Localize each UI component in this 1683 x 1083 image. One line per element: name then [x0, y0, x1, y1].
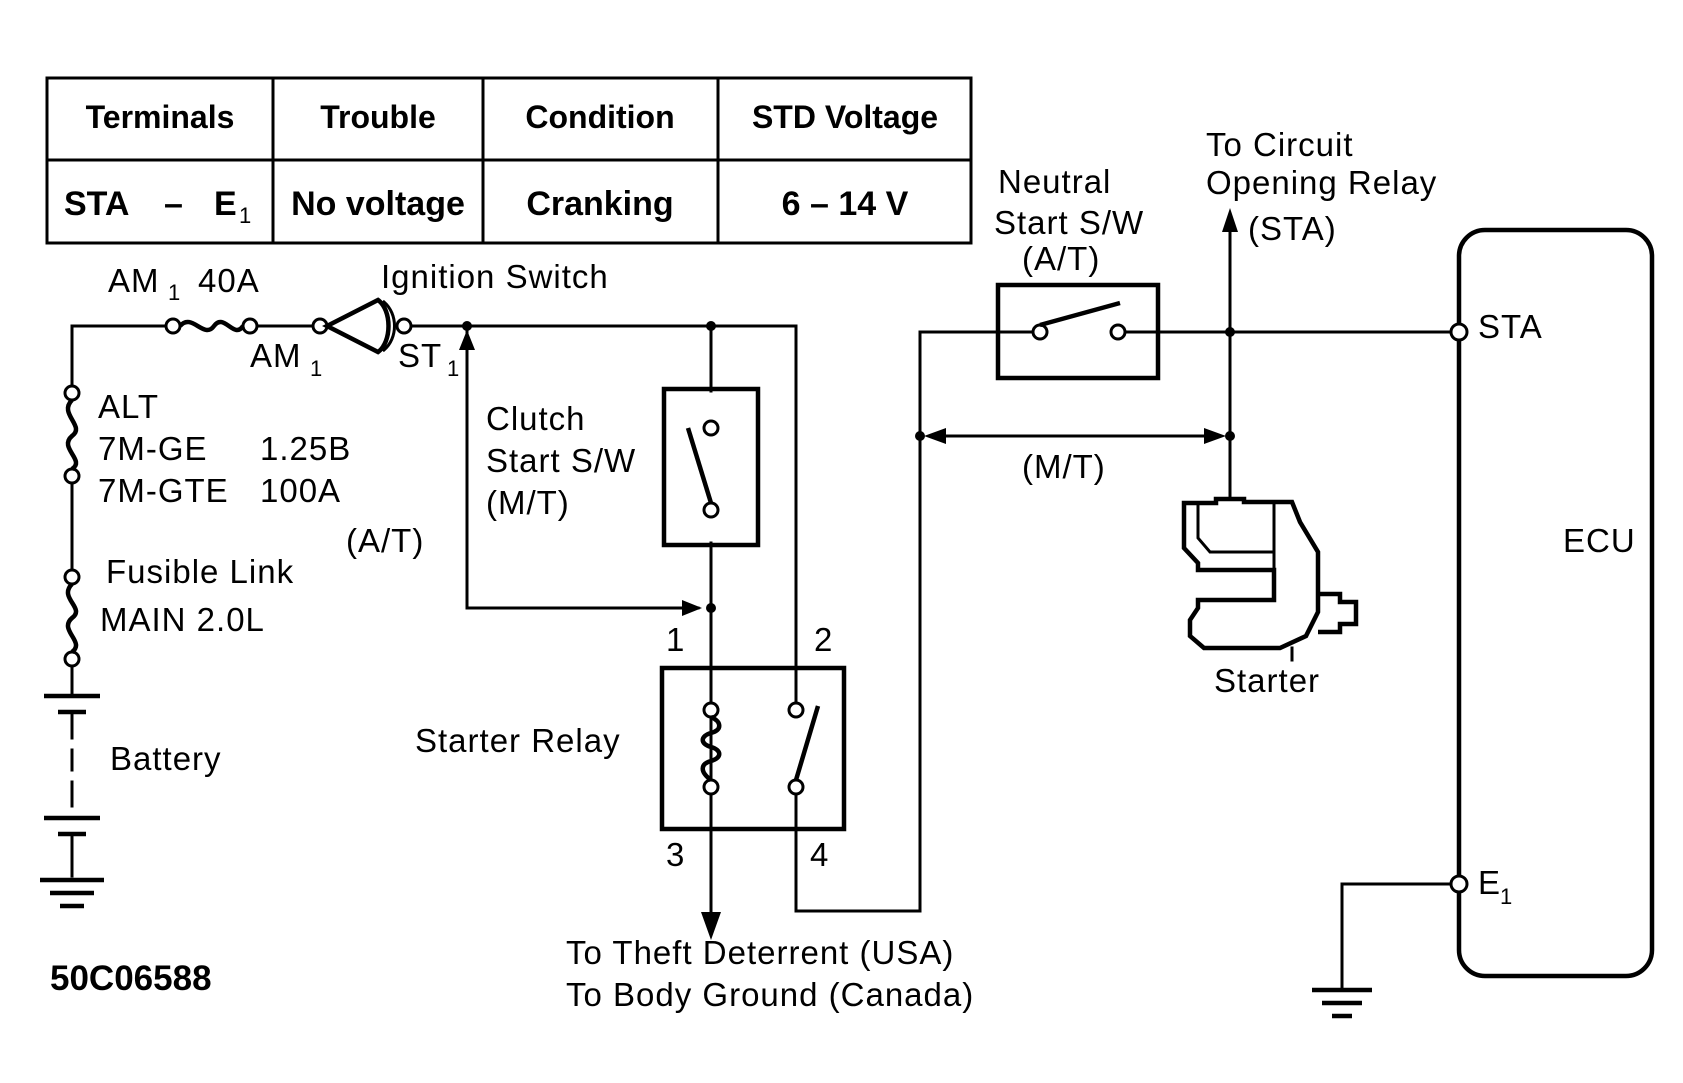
theft-deterrent-label: To Theft Deterrent (USA) — [566, 934, 954, 971]
ecu-icon — [1449, 227, 1655, 979]
battery-ground-icon — [40, 877, 104, 909]
neutral-switch-label-1: Neutral — [998, 163, 1111, 200]
am1-fuse-icon — [164, 317, 259, 335]
voltage-table: Terminals Trouble Condition STD Voltage … — [45, 76, 973, 245]
starter-relay-label: Starter Relay — [415, 722, 621, 759]
alt-7mge-value: 1.25B — [260, 430, 351, 467]
alt-7mge-label: 7M-GE — [98, 430, 208, 467]
junction-dots — [462, 321, 1235, 613]
ignition-switch-icon — [311, 297, 413, 355]
header-terminals: Terminals — [86, 99, 235, 135]
body-ground-label: To Body Ground (Canada) — [566, 976, 974, 1013]
arrow-icons — [459, 208, 1238, 940]
cell-terminal-e-subscript: 1 — [239, 203, 251, 228]
wires — [70, 228, 1461, 990]
cell-terminal-sta: STA — [64, 185, 129, 223]
am1-40a-rating: 40A — [198, 262, 260, 299]
battery-label: Battery — [110, 740, 222, 777]
main-fuse-icon — [63, 568, 81, 668]
neutral-switch-label-2: Start S/W — [994, 204, 1144, 241]
st1-subscript: 1 — [447, 356, 459, 381]
ecu-sta-terminal-label: STA — [1478, 308, 1543, 345]
circuit-relay-label-2: Opening Relay — [1206, 164, 1437, 201]
main-fuse-label: MAIN 2.0L — [100, 601, 265, 638]
clutch-switch-label-2: Start S/W — [486, 442, 636, 479]
alt-fuse-icon — [63, 384, 81, 485]
circuit-relay-label-3: (STA) — [1248, 210, 1337, 247]
starter-relay-icon — [659, 665, 847, 832]
ecu-ground-icon — [1312, 987, 1372, 1019]
clutch-start-switch-icon — [661, 386, 761, 548]
ecu-e1-subscript: 1 — [1500, 884, 1512, 909]
figure-code: 50C06588 — [50, 959, 212, 998]
relay-pin-4: 4 — [810, 836, 829, 873]
am1-subscript: 1 — [310, 356, 322, 381]
alt-7mgte-label: 7M-GTE — [98, 472, 229, 509]
clutch-switch-label-1: Clutch — [486, 400, 586, 437]
alt-7mgte-value: 100A — [260, 472, 341, 509]
alt-label: ALT — [98, 388, 159, 425]
at-label: (A/T) — [346, 522, 424, 559]
neutral-start-switch-icon — [995, 282, 1161, 381]
ecu-label: ECU — [1563, 522, 1636, 559]
cell-trouble: No voltage — [291, 185, 465, 223]
mt-jumper-label: (M/T) — [1022, 448, 1106, 485]
header-trouble: Trouble — [320, 99, 436, 135]
cell-terminal-e: E — [214, 185, 237, 223]
am1-40a-label: AM — [108, 262, 160, 299]
relay-pin-3: 3 — [666, 836, 685, 873]
am1-40a-subscript: 1 — [168, 280, 180, 305]
starter-label: Starter — [1214, 662, 1320, 699]
starter-motor-icon — [1181, 496, 1359, 662]
labels: AM 1 40A AM 1 Ignition Switch ST 1 ALT 7… — [50, 126, 1636, 1013]
ecu-e1-terminal-label: E — [1478, 864, 1501, 901]
ignition-switch-label: Ignition Switch — [381, 258, 609, 295]
neutral-switch-label-3: (A/T) — [1022, 240, 1100, 277]
st1-label: ST — [398, 337, 442, 374]
clutch-switch-label-3: (M/T) — [486, 484, 570, 521]
header-condition: Condition — [525, 99, 674, 135]
header-std-voltage: STD Voltage — [752, 99, 938, 135]
relay-pin-2: 2 — [814, 621, 833, 658]
cell-terminal-dash: – — [164, 185, 183, 223]
circuit-relay-label-1: To Circuit — [1206, 126, 1354, 163]
cell-std-voltage: 6 – 14 V — [782, 185, 909, 223]
am1-label: AM — [250, 337, 302, 374]
fusible-link-label: Fusible Link — [106, 553, 294, 590]
cell-condition: Cranking — [526, 185, 673, 223]
battery-icon — [44, 693, 100, 878]
relay-pin-1: 1 — [666, 621, 685, 658]
